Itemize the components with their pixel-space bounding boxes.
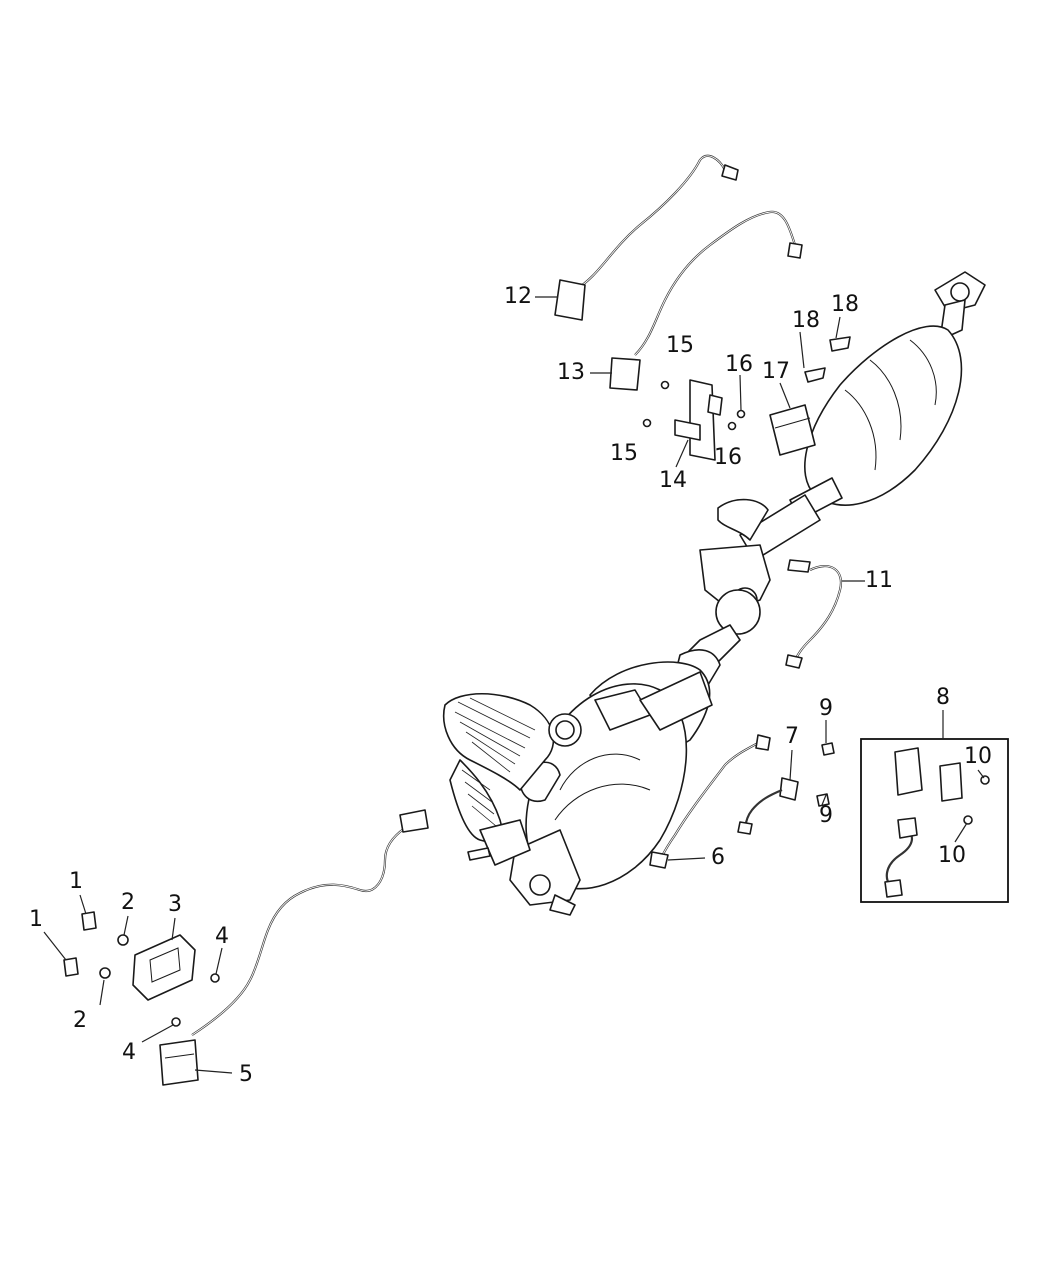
callout-1-upper: 1 (69, 869, 83, 894)
callout-5: 5 (239, 1062, 253, 1087)
nuts-15-16 (642, 380, 746, 431)
turbo-down-pipe (443, 692, 582, 866)
fasteners-1-2-4 (63, 911, 220, 1027)
callout-1-lower: 1 (29, 907, 43, 932)
callout-9-upper: 9 (819, 696, 833, 721)
callout-9-lower: 9 (819, 803, 833, 828)
callout-11: 11 (865, 568, 893, 593)
callout-3: 3 (168, 892, 182, 917)
callout-10-lower: 10 (938, 843, 966, 868)
leader-lines (43, 296, 985, 1074)
sensor-11 (785, 559, 843, 669)
bracket-14 (674, 379, 723, 461)
callout-7: 7 (785, 724, 799, 749)
callout-15-upper: 15 (666, 333, 694, 358)
callout-18-left: 18 (792, 308, 820, 333)
callout-2-upper: 2 (121, 890, 135, 915)
callout-13: 13 (557, 360, 585, 385)
callout-18-right: 18 (831, 292, 859, 317)
callout-17: 17 (762, 359, 790, 384)
callout-6: 6 (711, 845, 725, 870)
bolts-9 (816, 742, 835, 807)
callout-4-lower: 4 (122, 1040, 136, 1065)
sensor-7 (737, 777, 799, 835)
heat-shield-17 (769, 404, 816, 456)
catalytic-converter (789, 299, 966, 521)
bracket-3 (132, 934, 196, 1001)
sensor-12 (554, 154, 739, 321)
sensor-13 (609, 210, 803, 391)
callout-8: 8 (936, 685, 950, 710)
sensor-6 (649, 734, 771, 869)
sensor-5 (159, 809, 429, 1086)
callout-14: 14 (659, 468, 687, 493)
clips-18 (804, 336, 851, 383)
dpf-assembly (509, 661, 713, 916)
callout-12: 12 (504, 284, 532, 309)
callout-16-upper: 16 (725, 352, 753, 377)
callout-16-lower: 16 (714, 445, 742, 470)
callout-2-lower: 2 (73, 1008, 87, 1033)
callout-10-upper: 10 (964, 744, 992, 769)
kit-8-box (860, 738, 1009, 903)
callout-4-upper: 4 (215, 924, 229, 949)
callout-15-lower: 15 (610, 441, 638, 466)
